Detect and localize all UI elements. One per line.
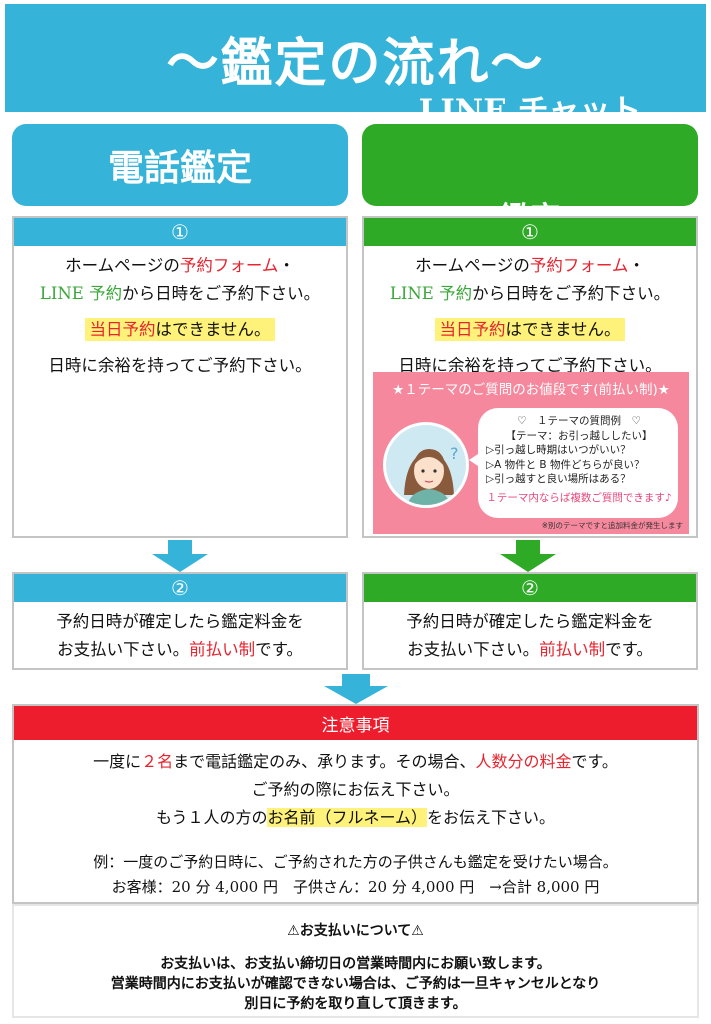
phone-step2-card: ② 予約日時が確定したら鑑定料金を お支払い下さい。前払い制です。: [12, 572, 348, 670]
line-step1-same-day: 当日予約はできません。: [364, 316, 696, 344]
bubble-multi-question-note: １テーマ内ならば複数ご質問できます♪: [486, 491, 672, 504]
line-step2-line1: 予約日時が確定したら鑑定料金を: [406, 612, 654, 631]
bubble-question-3: ▷引っ越すと良い場所はある？: [486, 473, 631, 485]
phone-step2-number: ②: [14, 574, 346, 602]
line-step1-line3: 日時に余裕を持ってご予約下さい。: [398, 356, 662, 375]
notice-example-line2: お客様：20 分 4,000 円 子供さん：20 分 4,000 円 →合計 8…: [111, 878, 600, 896]
bubble-theme: 【テーマ：お引っ越ししたい】: [505, 429, 653, 442]
line-chat-heading-line1: LINE チャット: [418, 93, 642, 129]
page-title: 〜鑑定の流れ〜: [166, 33, 545, 94]
phone-step1-same-day: 当日予約はできません。: [14, 316, 346, 344]
phone-step1-card: ① ホームページの予約フォーム・ LINE 予約から日時をご予約下さい。 当日予…: [12, 216, 348, 538]
phone-reading-heading-text: 電話鑑定: [107, 147, 252, 189]
payment-title: ⚠お支払いについて⚠: [287, 923, 424, 939]
price-promo-image: ★１テーマのご質問のお値段です(前払い制)★ ? ♡ １テーマの質問例 ♡ 【テ…: [373, 372, 689, 534]
line-step2-card: ② 予約日時が確定したら鑑定料金を お支払い下さい。前払い制です。: [362, 572, 698, 670]
line-step1-number: ①: [364, 218, 696, 246]
line-step2-line2: お支払い下さい。前払い制です。: [407, 640, 653, 659]
notice-example-line1: 例：一度のご予約日時に、ご予約された方の子供さんも鑑定を受けたい場合。: [93, 853, 618, 871]
promo-title: ★１テーマのご質問のお値段です(前払い制)★: [392, 382, 670, 398]
notice-line1: 一度に２名まで電話鑑定のみ、承ります。その場合、人数分の料金です。: [93, 752, 618, 771]
bubble-question-1: ▷引っ越し時期はいつがいい？: [486, 444, 631, 456]
bubble-title: ♡ １テーマの質問例 ♡: [517, 415, 641, 427]
page-title-banner: 〜鑑定の流れ〜: [5, 4, 706, 112]
line-step1-line1: ホームページの予約フォーム・: [415, 256, 645, 275]
bubble-question-2: ▷A 物件と B 物件どちらが良い？: [486, 458, 645, 471]
payment-box: ⚠お支払いについて⚠ お支払いは、お支払い締切日の営業時間内にお願い致します。 …: [12, 904, 699, 1018]
payment-line1: お支払いは、お支払い締切日の営業時間内にお願い致します。: [160, 956, 551, 972]
payment-line2: 営業時間内にお支払いが確認できない場合は、ご予約は一旦キャンセルとなり: [110, 976, 601, 992]
svg-text:?: ?: [450, 444, 459, 463]
phone-step1-line3: 日時に余裕を持ってご予約下さい。: [48, 356, 312, 375]
speech-bubble: ♡ １テーマの質問例 ♡ 【テーマ：お引っ越ししたい】 ▷引っ越し時期はいつがい…: [478, 408, 678, 518]
phone-step2-line2: お支払い下さい。前払い制です。: [57, 640, 303, 659]
notice-line2: ご予約の際にお伝え下さい。: [251, 780, 460, 799]
line-step2-number: ②: [364, 574, 696, 602]
woman-avatar-icon: ?: [383, 422, 469, 508]
line-step1-line2: LINE 予約から日時をご予約下さい。: [389, 284, 671, 303]
phone-step2-line1: 予約日時が確定したら鑑定料金を: [56, 612, 304, 631]
promo-extra-fee-note: ※別のテーマですと追加料金が発生します: [541, 521, 683, 530]
payment-line3: 別日に予約を取り直して頂きます。: [244, 996, 467, 1012]
phone-step1-line2: LINE 予約から日時をご予約下さい。: [39, 284, 321, 303]
phone-reading-heading: 電話鑑定: [12, 124, 348, 206]
notice-line3: もう１人の方のお名前（フルネーム）をお伝え下さい。: [155, 808, 556, 827]
line-chat-heading: LINE チャット 鑑定: [362, 93, 698, 237]
notice-title: 注意事項: [14, 706, 697, 740]
phone-step1-line1: ホームページの予約フォーム・: [65, 256, 295, 275]
phone-step1-number: ①: [14, 218, 346, 246]
notice-box: 注意事項 一度に２名まで電話鑑定のみ、承ります。その場合、人数分の料金です。 ご…: [12, 704, 699, 904]
